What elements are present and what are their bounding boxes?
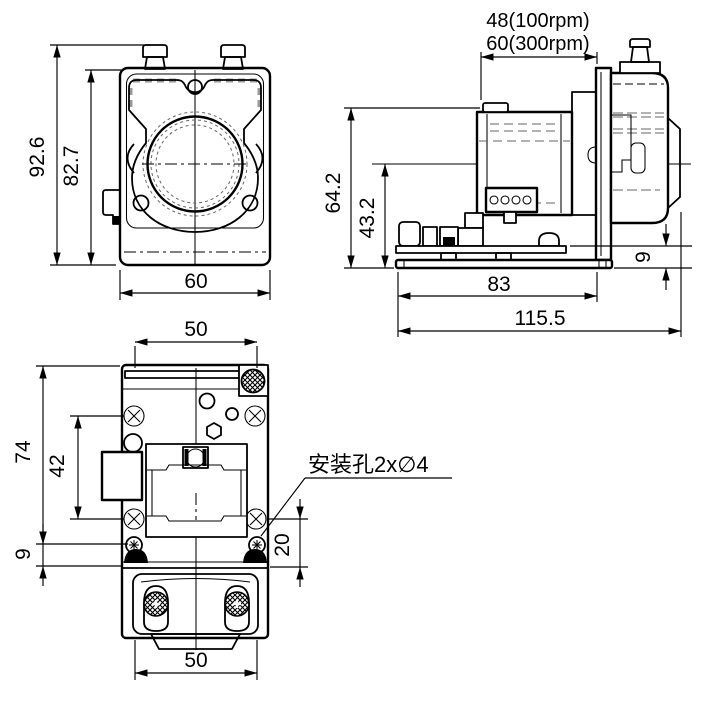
bottom-suction-feet [143, 585, 250, 632]
bottom-motor-outline [145, 443, 248, 538]
dim-side-height-top: 64.2 [322, 173, 345, 214]
dim-bottom-hole-span: 42 [46, 454, 69, 477]
bottom-dimensions: 50 74 42 9 20 50 安装孔2x∅4 [12, 318, 452, 680]
front-side-tab [102, 189, 120, 225]
dim-front-width: 60 [184, 270, 207, 293]
dim-bottom-width-top: 50 [184, 318, 207, 341]
front-clamp-right [255, 143, 264, 174]
front-hose-barb-right [220, 44, 246, 70]
mounting-note-leader [260, 477, 306, 537]
side-head-lid-edge [619, 61, 661, 74]
front-top-screw [187, 79, 203, 95]
dim-front-height-inner: 82.7 [60, 146, 83, 187]
dim-bottom-edge-offset: 9 [12, 548, 35, 560]
side-head-inner-step [612, 114, 632, 173]
side-shaft-boss [587, 146, 597, 164]
dim-bottom-hole-offset: 20 [271, 533, 294, 556]
bottom-body-outline [120, 363, 270, 640]
mounting-hole-note: 安装孔2x∅4 [308, 452, 429, 477]
front-dimensions: 92.6 82.7 60 [26, 44, 271, 300]
bottom-tab [150, 633, 241, 650]
side-motor-cap [482, 102, 509, 113]
dim-side-base-length: 83 [487, 273, 510, 296]
bottom-view: 50 74 42 9 20 50 安装孔2x∅4 [12, 318, 452, 680]
front-head-cover [128, 79, 262, 233]
bottom-top-slat [124, 370, 242, 379]
front-screw-left [132, 194, 150, 212]
side-sub-plate [395, 245, 567, 254]
bottom-phillips-screws [123, 405, 267, 530]
dim-bottom-height: 74 [12, 440, 35, 464]
front-body-inner-contour [125, 73, 265, 229]
side-hose-barb [629, 38, 651, 48]
dim-side-height-axis: 43.2 [356, 198, 379, 239]
bottom-connector-knob [240, 368, 266, 394]
bottom-hex-hole [206, 422, 222, 440]
bottom-mounting-holes [125, 536, 266, 554]
side-dimensions: 48(100rpm) 60(300rpm) 64.2 43.2 83 115.5… [322, 10, 692, 337]
side-base-plate [394, 258, 614, 270]
side-bracket-plate [594, 66, 613, 262]
dim-side-depth-300rpm: 60(300rpm) [486, 33, 589, 55]
side-head-clamp-band [667, 117, 681, 209]
dim-bottom-width-foot: 50 [184, 649, 207, 672]
front-gasket [128, 78, 262, 108]
side-screw-head [538, 232, 560, 247]
front-screw-right [241, 194, 259, 212]
side-cable-glands [398, 221, 459, 247]
dim-side-depth-100rpm: 48(100rpm) [486, 10, 589, 32]
front-hose-barb-left [142, 44, 168, 70]
front-clamp-left [126, 143, 135, 174]
dim-side-base-height: 9 [632, 251, 655, 263]
side-pump-head [609, 71, 670, 225]
dim-side-total-length: 115.5 [515, 307, 566, 330]
side-gearbox [571, 91, 597, 216]
front-view: 92.6 82.7 60 [26, 44, 272, 300]
dim-front-height-outer: 92.6 [26, 137, 49, 178]
front-body-outline [118, 66, 272, 267]
side-view: 48(100rpm) 60(300rpm) 64.2 43.2 83 115.5… [322, 10, 692, 337]
bottom-left-protrusion [100, 450, 144, 502]
